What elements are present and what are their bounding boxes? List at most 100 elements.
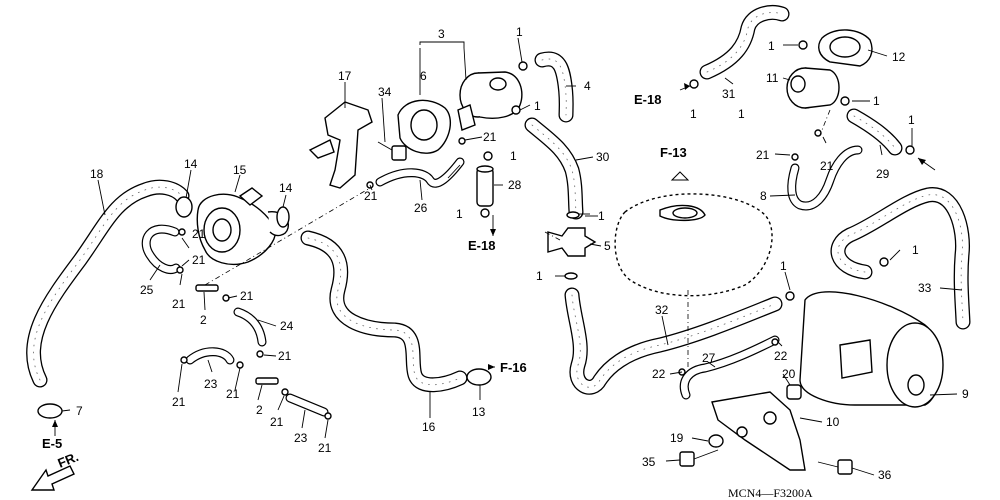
callout-15: 15 <box>233 163 247 177</box>
callout-26: 26 <box>414 201 428 215</box>
pulse-valve-3 <box>457 71 523 131</box>
callout-20: 20 <box>782 367 796 381</box>
callout-21-m: 21 <box>820 159 834 173</box>
callout-22-a: 22 <box>652 367 666 381</box>
stay-10 <box>711 391 806 471</box>
callout-1-i: 1 <box>768 39 775 53</box>
hose-27 <box>679 335 780 400</box>
callout-21-a: 21 <box>483 130 497 144</box>
callout-21-b: 21 <box>364 189 378 203</box>
hose-24 <box>233 307 267 347</box>
callout-10: 10 <box>826 415 840 429</box>
ref-f13: F-13 <box>660 145 687 160</box>
callout-1-g: 1 <box>690 107 697 121</box>
hose-31 <box>699 5 790 80</box>
routing-lines <box>204 109 831 372</box>
clip-13 <box>466 368 492 386</box>
callout-18: 18 <box>90 167 104 181</box>
callout-21-i: 21 <box>226 387 240 401</box>
callout-12: 12 <box>892 50 906 64</box>
hose-4 <box>534 51 574 123</box>
bolt-20 <box>786 384 802 400</box>
callout-14-b: 14 <box>279 181 293 195</box>
callout-33: 33 <box>918 281 932 295</box>
front-arrow-icon <box>30 465 75 491</box>
callout-8: 8 <box>760 189 767 203</box>
callout-7: 7 <box>76 404 83 418</box>
callout-21-j: 21 <box>270 415 284 429</box>
bracket-17 <box>308 101 373 189</box>
callout-17: 17 <box>338 69 352 83</box>
bolt-35 <box>679 449 719 467</box>
callout-1-k: 1 <box>908 113 915 127</box>
canister-9 <box>799 291 944 408</box>
hose-16 <box>300 230 468 393</box>
callout-21-f: 21 <box>240 289 254 303</box>
air-injection-valve-15 <box>196 187 289 266</box>
callout-1-a: 1 <box>516 25 523 39</box>
callout-16: 16 <box>422 420 436 434</box>
fuel-tank-f13 <box>614 193 773 297</box>
callout-1-d: 1 <box>456 207 463 221</box>
callout-21-k: 21 <box>318 441 332 455</box>
pipe-28 <box>476 165 494 207</box>
fr-label: FR. <box>56 449 81 471</box>
leader-lines <box>61 37 963 476</box>
callout-24: 24 <box>280 319 294 333</box>
callout-4: 4 <box>584 79 591 93</box>
hose-25 <box>141 224 181 274</box>
callout-5: 5 <box>604 239 611 253</box>
callout-21-h: 21 <box>172 395 186 409</box>
cover-6 <box>397 99 452 154</box>
callout-14-a: 14 <box>184 157 198 171</box>
callout-28: 28 <box>508 178 522 192</box>
hose-18 <box>26 179 190 388</box>
callout-21-l: 21 <box>756 148 770 162</box>
callout-1-m: 1 <box>912 243 919 257</box>
callout-13: 13 <box>472 405 486 419</box>
callout-1-b: 1 <box>534 99 541 113</box>
callout-21-g: 21 <box>278 349 292 363</box>
callout-32: 32 <box>655 303 669 317</box>
diagram-code: MCN4—F3200A <box>728 486 813 500</box>
callout-2-a: 2 <box>200 313 207 327</box>
callout-1-h: 1 <box>738 107 745 121</box>
callout-1-c: 1 <box>510 149 517 163</box>
callout-35: 35 <box>642 455 656 469</box>
callout-1-e: 1 <box>598 209 605 223</box>
callout-29: 29 <box>876 167 890 181</box>
callout-36: 36 <box>878 468 892 482</box>
ref-e18-b: E-18 <box>634 92 661 107</box>
collar-19 <box>708 434 724 448</box>
callout-21-e: 21 <box>172 297 186 311</box>
callout-6: 6 <box>420 69 427 83</box>
callout-30: 30 <box>596 150 610 164</box>
callout-1-f: 1 <box>536 269 543 283</box>
hose-33 <box>830 187 971 330</box>
callout-1-j: 1 <box>873 94 880 108</box>
bolt-36 <box>817 459 853 475</box>
hose-29 <box>846 108 903 156</box>
hose-30 <box>524 117 584 220</box>
clip-7 <box>37 403 63 419</box>
bracket-12 <box>818 29 873 67</box>
hose-23a <box>185 347 235 365</box>
ref-e5: E-5 <box>42 436 62 451</box>
callout-2-b: 2 <box>256 403 263 417</box>
callout-34: 34 <box>378 85 392 99</box>
callout-23-b: 23 <box>294 431 308 445</box>
callout-25: 25 <box>140 283 154 297</box>
clamps <box>176 40 915 420</box>
callout-23-a: 23 <box>204 377 218 391</box>
callout-3: 3 <box>438 27 445 41</box>
solenoid-valve-11 <box>786 67 840 109</box>
callout-19: 19 <box>670 431 684 445</box>
callout-22-b: 22 <box>774 349 788 363</box>
arrow-icon <box>52 83 936 436</box>
callout-21-c: 21 <box>192 227 206 241</box>
callout-27: 27 <box>702 351 716 365</box>
hose-8 <box>787 145 863 211</box>
callout-31: 31 <box>722 87 736 101</box>
gasket-14 <box>175 196 290 228</box>
